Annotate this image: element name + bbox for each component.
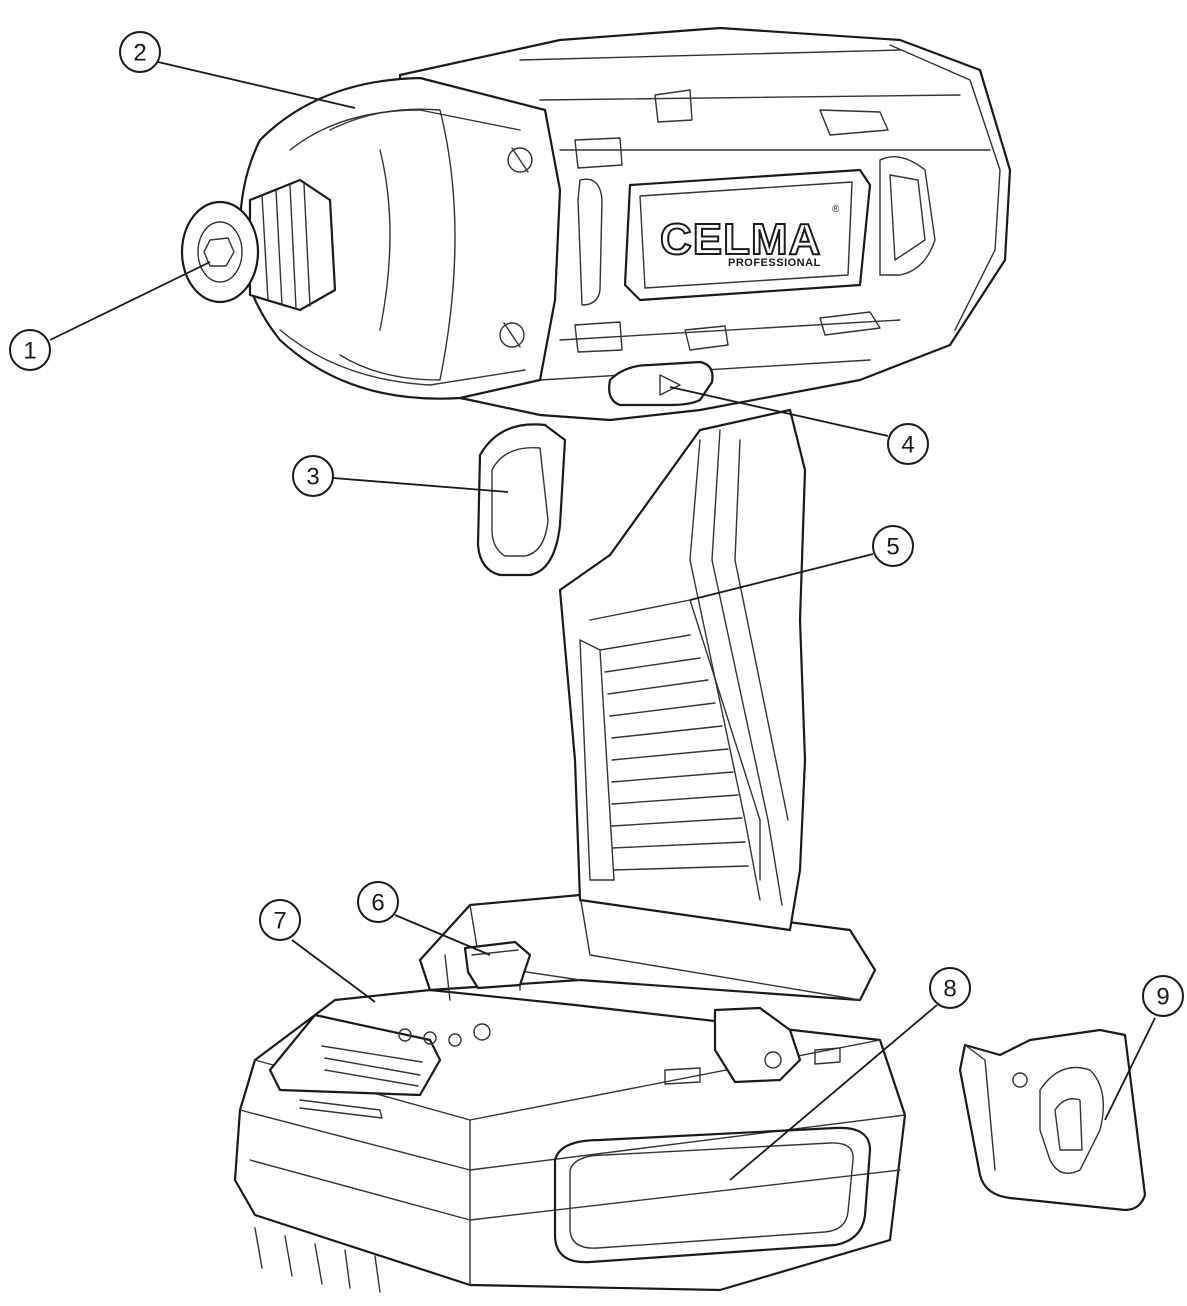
- brand-logo-text: CELMA: [660, 215, 821, 264]
- callout-7-label: 7: [273, 908, 286, 935]
- belt-clip: [958, 1028, 1147, 1212]
- callout-5: 5: [689, 525, 914, 601]
- battery-pack: [233, 988, 907, 1293]
- callout-1-label: 1: [23, 338, 36, 365]
- brand-tagline: PROFESSIONAL: [728, 257, 821, 269]
- callout-5-marker: [872, 525, 914, 567]
- callout-2: 2: [119, 31, 356, 109]
- callout-4: 4: [669, 386, 929, 465]
- motor-housing: CELMA ® PROFESSIONAL: [398, 26, 1012, 422]
- callout-6-marker: [357, 881, 399, 923]
- direction-selector[interactable]: [608, 360, 714, 407]
- callout-9-marker: [1142, 975, 1184, 1017]
- callout-1: 1: [9, 261, 211, 371]
- callout-4-label: 4: [901, 432, 914, 459]
- callout-7: 7: [259, 899, 376, 1003]
- callout-8-label: 8: [943, 976, 956, 1003]
- trigger-switch[interactable]: [476, 423, 567, 577]
- callout-5-label: 5: [886, 534, 899, 561]
- callout-2-marker: [119, 31, 161, 73]
- callout-3-marker: [292, 455, 334, 497]
- callout-9: 9: [1104, 975, 1184, 1121]
- battery-release-button[interactable]: [463, 940, 532, 990]
- brand-registered-mark: ®: [832, 204, 840, 215]
- callout-4-marker: [887, 423, 929, 465]
- callout-7-marker: [259, 899, 301, 941]
- quick-release-chuck: [180, 178, 337, 312]
- callout-8: 8: [729, 967, 971, 1181]
- callout-3: 3: [292, 455, 509, 497]
- callout-8-marker: [929, 967, 971, 1009]
- handle-grip: [558, 408, 807, 932]
- callout-3-label: 3: [306, 464, 319, 491]
- callout-9-label: 9: [1156, 984, 1169, 1011]
- callout-6-label: 6: [371, 890, 384, 917]
- callout-6: 6: [357, 881, 491, 956]
- callout-2-label: 2: [133, 40, 146, 67]
- callout-1-marker: [9, 329, 51, 371]
